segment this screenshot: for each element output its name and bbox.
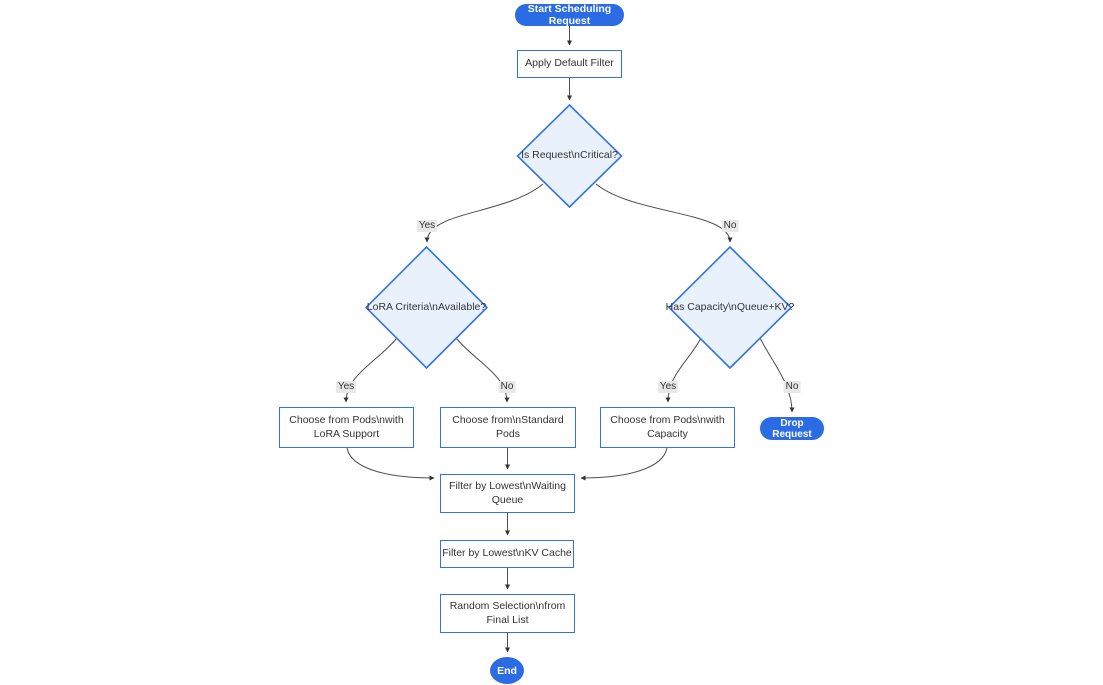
node-start-label: Start Scheduling Request: [527, 3, 612, 27]
edge-label-capacity-yes: Yes: [657, 381, 679, 393]
node-filter-waiting-queue-label: Filter by Lowest\nWaiting Queue: [449, 480, 566, 506]
node-lora-criteria-label: LoRA Criteria\nAvailable?: [366, 301, 487, 313]
node-choose-standard-pods: Choose from\nStandard Pods: [440, 407, 576, 448]
edge-lora-no: [455, 337, 510, 403]
node-choose-standard-pods-label: Choose from\nStandard Pods: [452, 414, 564, 440]
node-is-critical-label: Is Request\nCritical?: [521, 149, 618, 161]
decision-lora-criteria-shape: [364, 245, 489, 370]
decision-is-critical-shape: [516, 103, 623, 209]
edge-capacity-no: [759, 337, 795, 413]
node-drop-request: Drop Request: [760, 417, 824, 440]
node-choose-capacity-pods-label: Choose from Pods\nwith Capacity: [610, 414, 725, 440]
node-choose-capacity-pods: Choose from Pods\nwith Capacity: [600, 407, 735, 448]
node-filter-kv-cache: Filter by Lowest\nKV Cache: [440, 540, 574, 568]
node-apply-default-filter-label: Apply Default Filter: [525, 57, 614, 70]
node-choose-lora-pods-label: Choose from Pods\nwith LoRA Support: [289, 414, 404, 440]
edge-lora-yes: [343, 337, 398, 403]
node-start: Start Scheduling Request: [515, 3, 624, 27]
node-filter-waiting-queue: Filter by Lowest\nWaiting Queue: [440, 474, 575, 513]
edge-is-critical-yes: [424, 183, 544, 243]
edge-label-lora-no: No: [498, 381, 516, 393]
edge-label-critical-yes: Yes: [416, 220, 438, 232]
edge-label-lora-yes: Yes: [335, 381, 357, 393]
node-drop-request-label: Drop Request: [772, 417, 812, 440]
node-has-capacity-label: Has Capacity\nQueue+KV?: [665, 301, 795, 313]
node-apply-default-filter: Apply Default Filter: [517, 50, 622, 78]
decision-has-capacity-shape: [667, 245, 793, 370]
node-choose-lora-pods: Choose from Pods\nwith LoRA Support: [279, 407, 414, 448]
node-random-selection-label: Random Selection\nfrom Final List: [449, 600, 566, 626]
edge-capacity-yes: [665, 337, 702, 403]
edge-label-capacity-no: No: [783, 381, 801, 393]
edge-is-critical-no: [595, 183, 733, 243]
edge-label-critical-no: No: [721, 220, 739, 232]
node-end-label: End: [497, 664, 517, 677]
node-end: End: [490, 657, 524, 684]
node-filter-kv-cache-label: Filter by Lowest\nKV Cache: [442, 547, 572, 560]
edge-capacity-pods-to-filter-queue: [580, 447, 668, 481]
node-random-selection: Random Selection\nfrom Final List: [440, 594, 575, 633]
edge-lora-pods-to-filter-queue: [346, 447, 435, 481]
